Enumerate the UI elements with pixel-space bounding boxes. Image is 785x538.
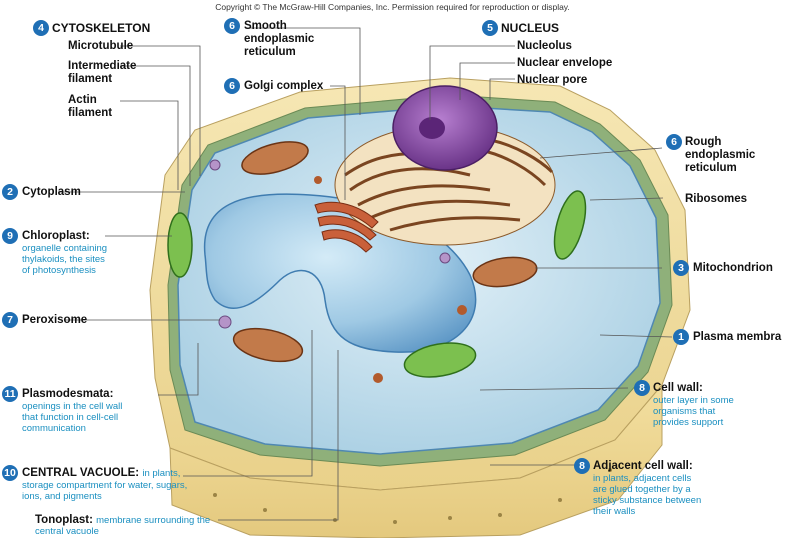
rough-er <box>334 124 556 246</box>
label-nuclear-pore: Nuclear pore <box>517 74 588 86</box>
badge-8-cell-wall: 8 <box>634 380 650 396</box>
nucleus <box>392 85 498 171</box>
label-cytoskeleton: CYTOSKELETON <box>52 21 151 35</box>
label-cytoplasm: Cytoplasm <box>22 186 81 198</box>
badge-10: 10 <box>2 465 18 481</box>
label-nuclear-envelope: Nuclear envelope <box>517 57 613 69</box>
label-microtubule: Microtubule <box>68 40 134 52</box>
label-tonoplast: Tonoplast: membrane surrounding the <box>35 514 211 526</box>
label-central-vacuole: CENTRAL VACUOLE: in plants, <box>22 467 181 479</box>
badge-4: 4 <box>33 20 49 36</box>
label-chloroplast: Chloroplast: <box>22 230 90 242</box>
leader-lines <box>58 27 673 521</box>
desc-tonoplast: central vacuole <box>35 526 99 537</box>
mitochondrion <box>232 141 538 363</box>
badge-2: 2 <box>2 184 18 200</box>
badge-3: 3 <box>673 260 689 276</box>
desc-central-vacuole: storage compartment for water, sugars,io… <box>22 480 188 502</box>
peroxisome <box>209 159 451 329</box>
badge-6-golgi: 6 <box>224 78 240 94</box>
label-ribosomes: Ribosomes <box>685 193 747 205</box>
label-plasma-membrane: Plasma membra <box>693 331 782 343</box>
label-nucleus: NUCLEUS <box>501 21 560 35</box>
copyright-notice: Copyright © The McGraw-Hill Companies, I… <box>215 2 570 12</box>
label-cell-wall: Cell wall: <box>653 382 703 394</box>
badge-9: 9 <box>2 228 18 244</box>
badge-5: 5 <box>482 20 498 36</box>
label-nucleolus: Nucleolus <box>517 40 572 52</box>
label-adjacent-cell-wall: Adjacent cell wall: <box>593 460 693 472</box>
badge-11: 11 <box>2 386 18 402</box>
badge-1: 1 <box>673 329 689 345</box>
label-golgi-complex: Golgi complex <box>244 80 324 92</box>
badge-8-adjacent: 8 <box>574 458 590 474</box>
badge-6-rough-er: 6 <box>666 134 682 150</box>
ribosome-dots <box>314 176 467 383</box>
badge-7: 7 <box>2 312 18 328</box>
label-peroxisome: Peroxisome <box>22 314 88 326</box>
nucleolus <box>419 117 445 139</box>
label-mitochondrion: Mitochondrion <box>693 262 773 274</box>
golgi-complex <box>314 201 379 253</box>
chloroplast <box>167 190 587 378</box>
label-plasmodesmata: Plasmodesmata: <box>22 388 114 400</box>
badge-6-smooth-er: 6 <box>224 18 240 34</box>
